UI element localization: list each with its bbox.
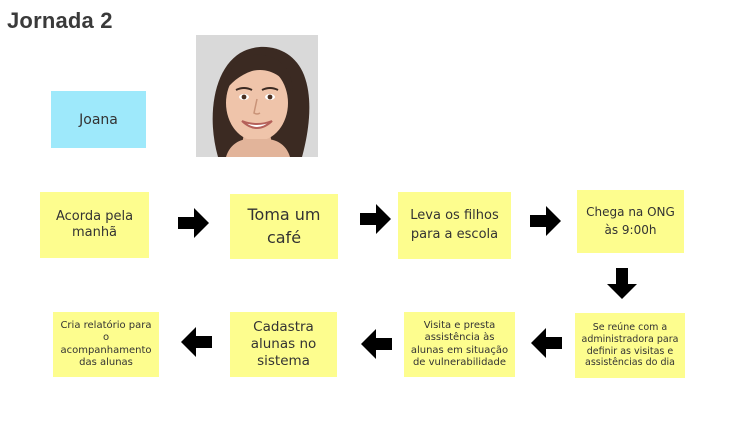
arrow-down-icon — [607, 268, 637, 299]
step-note-4: Chega na ONG às 9:00h — [577, 190, 684, 253]
arrow-left-icon — [361, 329, 392, 359]
arrow-right-icon — [360, 204, 391, 234]
step-note-2: Toma um café — [230, 194, 338, 259]
persona-photo — [196, 35, 318, 157]
step-note-3: Leva os filhos para a escola — [398, 192, 511, 259]
arrow-left-icon — [181, 327, 212, 357]
arrow-left-icon — [531, 328, 562, 358]
step-note-5: Se reúne com a administradora para defin… — [575, 313, 685, 378]
step-note-1: Acorda pela manhã — [40, 192, 149, 258]
step-note-7: Cadastra alunas no sistema — [230, 312, 337, 377]
step-note-8: Cria relatório para o acompanhamento das… — [53, 312, 159, 377]
page-title: Jornada 2 — [7, 8, 113, 33]
arrow-right-icon — [530, 206, 561, 236]
woman-portrait-icon — [196, 35, 318, 157]
arrow-right-icon — [178, 208, 209, 238]
persona-card: Joana — [51, 91, 146, 148]
step-note-6: Visita e presta assistência às alunas em… — [404, 312, 515, 377]
